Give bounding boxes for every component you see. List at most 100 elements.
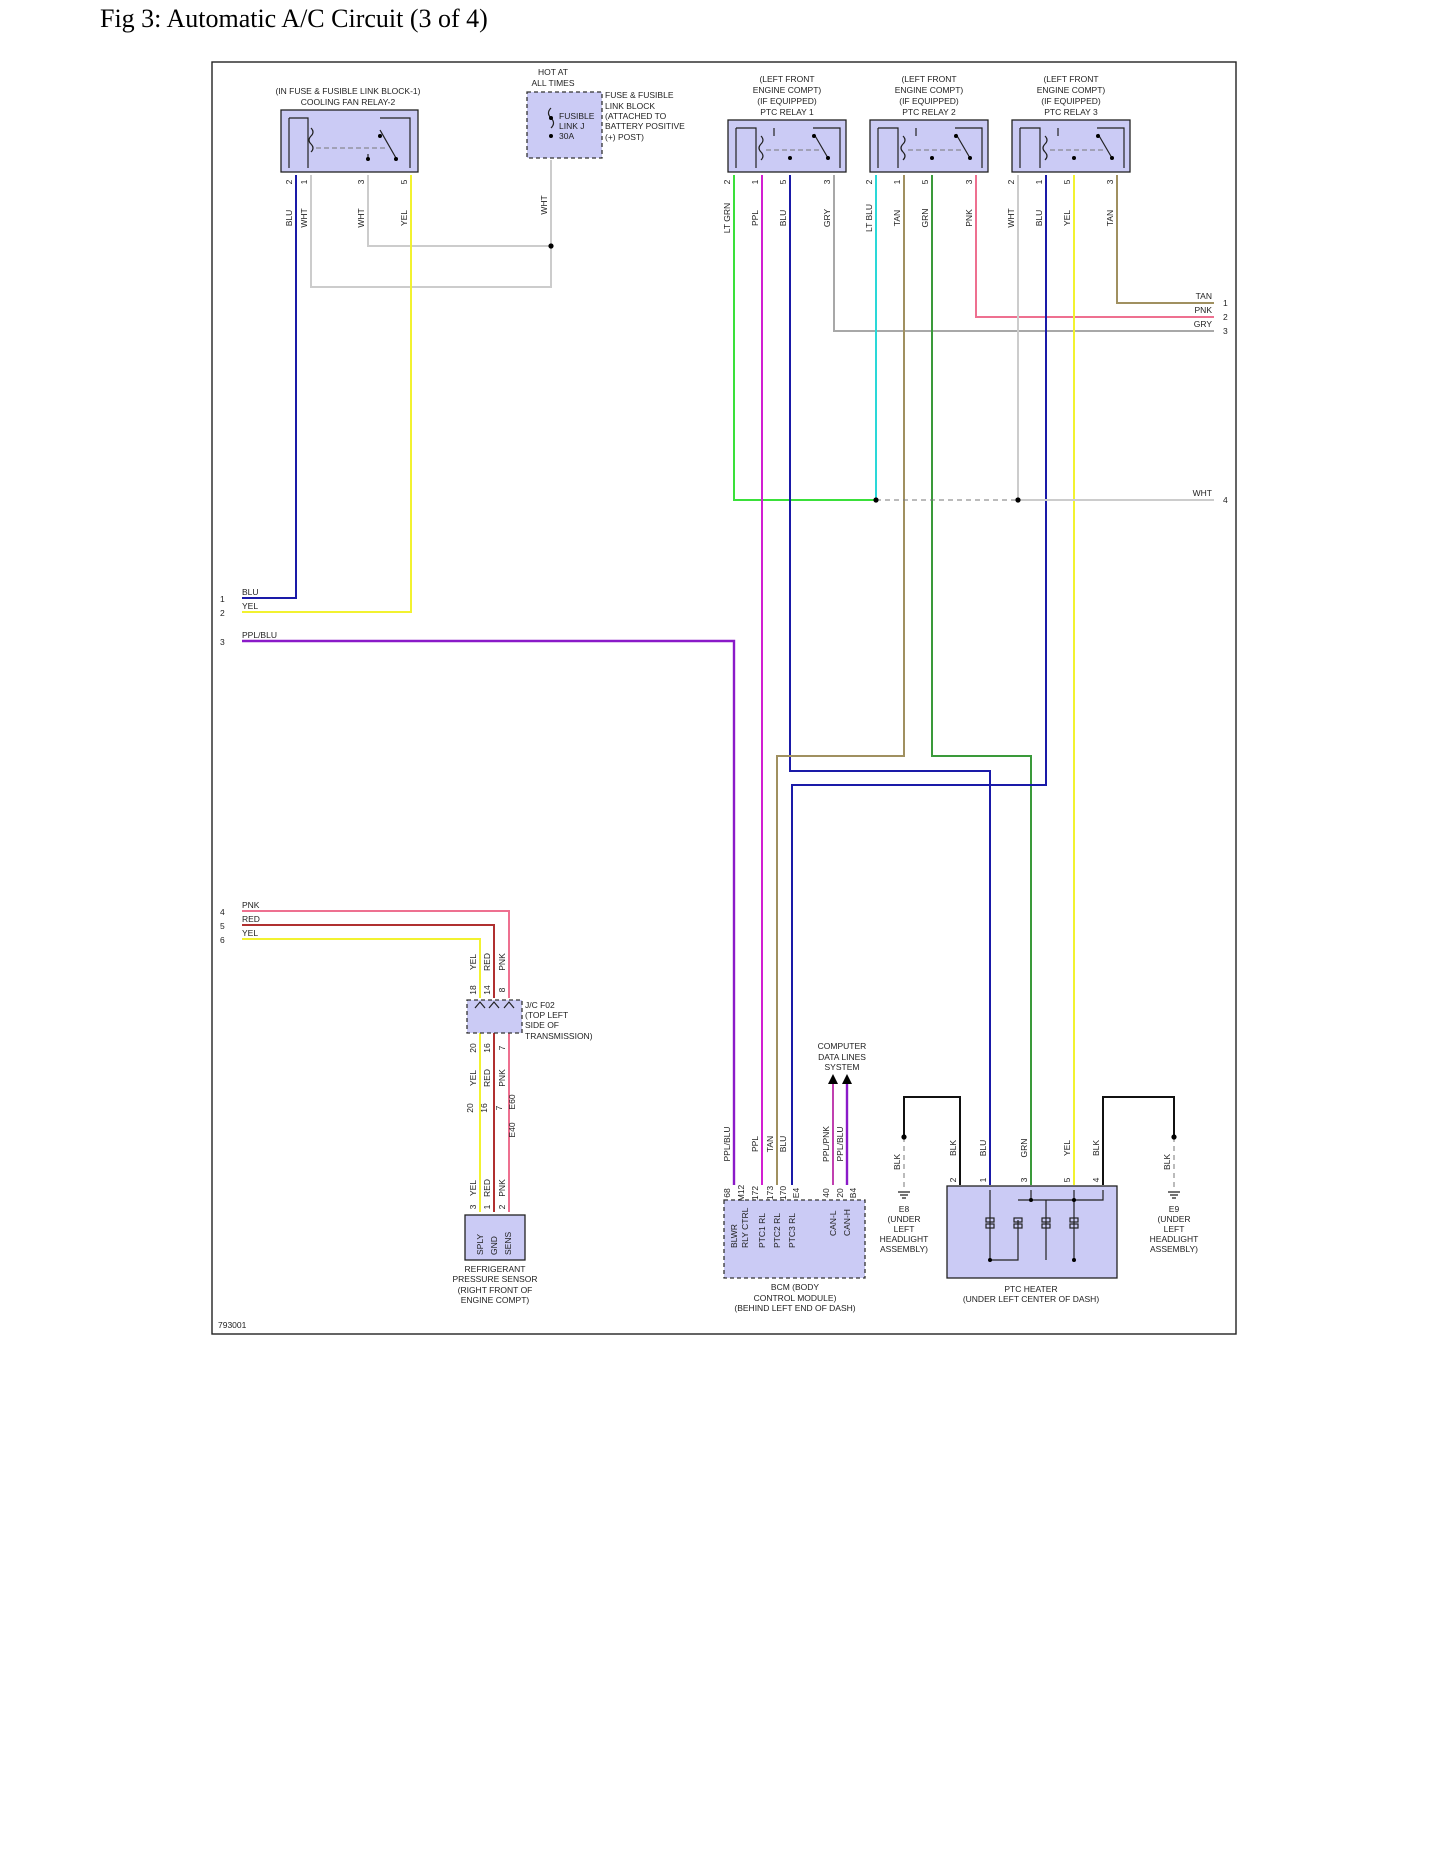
- right-connectors: TAN 1 PNK 2 GRY 3 WHT 4: [1193, 291, 1228, 505]
- bcm-pin-number: 20: [835, 1188, 845, 1198]
- ptc-relay-2-label-1: (LEFT FRONT: [901, 74, 956, 84]
- jc-label-4: TRANSMISSION): [525, 1031, 593, 1041]
- cfr-pin-number: 2: [284, 179, 294, 184]
- fuse-wire-color-label: WHT: [539, 195, 549, 214]
- sensor-wire-color-label: YEL: [468, 1180, 478, 1196]
- r3-pin-number: 3: [1105, 179, 1115, 184]
- jc-bottom-pin-number: 7: [497, 1045, 507, 1050]
- heater-pin-number: 1: [978, 1177, 988, 1182]
- jc-top-pin-number: 18: [468, 985, 478, 995]
- right-conn-color-3: GRY: [1194, 319, 1213, 329]
- cfr-wire-color-label: WHT: [299, 208, 309, 227]
- left-conn-color-6: YEL: [242, 928, 258, 938]
- bcm-label-3: (BEHIND LEFT END OF DASH): [734, 1303, 855, 1313]
- bcm-wire-color-label: TAN: [765, 1136, 775, 1152]
- bcm-label-2: CONTROL MODULE): [754, 1293, 837, 1303]
- r3-pin-number: 1: [1034, 179, 1044, 184]
- wire-cfr-wht-3: [367, 175, 551, 247]
- heater-pin-number: 3: [1019, 1177, 1029, 1182]
- fuse-block-label-3: (ATTACHED TO: [605, 111, 667, 121]
- r1-pin-number: 5: [778, 179, 788, 184]
- ptc-relay-2-label-3: (IF EQUIPPED): [899, 96, 959, 106]
- wire-r3-tan: [1116, 175, 1214, 304]
- sensor-label-1: REFRIGERANT: [465, 1264, 526, 1274]
- fusible-link-label-2: LINK J: [559, 121, 585, 131]
- heater-wire-color-label: YEL: [1062, 1140, 1072, 1156]
- diagram-frame: [211, 61, 1237, 1335]
- ground-e8: E8 (UNDER LEFT HEADLIGHT ASSEMBLY): [880, 1191, 929, 1254]
- left-conn-color-4: PNK: [242, 900, 260, 910]
- heater-wire-color-label: GRN: [1019, 1139, 1029, 1158]
- e9-label-4: HEADLIGHT: [1150, 1234, 1199, 1244]
- bcm-wire-color-label: PPL: [750, 1136, 760, 1152]
- bcm-pin-number: B4: [848, 1188, 858, 1199]
- ptc-relay-1: (LEFT FRONT ENGINE COMPT) (IF EQUIPPED) …: [727, 74, 847, 173]
- cfr-label-1: (IN FUSE & FUSIBLE LINK BLOCK-1): [275, 86, 420, 96]
- e8-label-2: (UNDER: [887, 1214, 920, 1224]
- sensor-pin-number: 2: [497, 1204, 507, 1209]
- computer-label-2: DATA LINES: [818, 1052, 866, 1062]
- cfr-wire-color-label: BLU: [284, 210, 294, 227]
- e8-label-3: LEFT: [894, 1224, 915, 1234]
- cooling-fan-relay: (IN FUSE & FUSIBLE LINK BLOCK-1) COOLING…: [275, 86, 421, 173]
- wire-r1-ltgrn: [733, 175, 876, 501]
- cfr-wire-color-label: WHT: [356, 208, 366, 227]
- connector-e60-label: E60: [507, 1094, 517, 1109]
- heater-wire-color-label: BLU: [978, 1140, 988, 1157]
- right-conn-color-2: PNK: [1195, 305, 1213, 315]
- wire-pplblu-left: [242, 639, 736, 1185]
- wire-cfr-yel: [242, 175, 412, 613]
- r2-wire-color-label: TAN: [892, 210, 902, 226]
- sensor-label-4: ENGINE COMPT): [461, 1295, 530, 1305]
- ptc-relay-2: (LEFT FRONT ENGINE COMPT) (IF EQUIPPED) …: [869, 74, 989, 173]
- bcm-pin-number: 68: [722, 1188, 732, 1198]
- r1-pin-number: 2: [722, 179, 732, 184]
- bcm-pin-number: M12: [736, 1184, 746, 1201]
- bcm-term-rly-ctrl: RLY CTRL: [740, 1207, 750, 1248]
- bcm-pin-number: 173: [765, 1186, 775, 1200]
- sensor-pin-number: 1: [482, 1204, 492, 1209]
- fusible-link: FUSIBLE LINK J 30A HOT AT ALL TIMES FUSE…: [526, 67, 685, 159]
- wire-cfr-wht-1: [310, 160, 552, 288]
- splice-dot: [873, 497, 879, 503]
- ptc-relay-3-label-1: (LEFT FRONT: [1043, 74, 1098, 84]
- left-conn-color-2: YEL: [242, 601, 258, 611]
- wire-blk-e9: [1102, 1096, 1175, 1185]
- r2-pin-number: 3: [964, 179, 974, 184]
- hot-label-2: ALL TIMES: [532, 78, 575, 88]
- ptc-relay-1-label-2: ENGINE COMPT): [753, 85, 822, 95]
- e8-label-4: HEADLIGHT: [880, 1234, 929, 1244]
- ptc-relay-1-label-1: (LEFT FRONT: [759, 74, 814, 84]
- jc-label-2: (TOP LEFT: [525, 1010, 568, 1020]
- computer-label-1: COMPUTER: [818, 1041, 867, 1051]
- cfr-pin-number: 5: [399, 179, 409, 184]
- r3-wire-color-label: YEL: [1062, 210, 1072, 226]
- e9-label-3: LEFT: [1164, 1224, 1185, 1234]
- r3-wire-color-label: BLU: [1034, 210, 1044, 227]
- jc-top-wire-color-label: YEL: [468, 954, 478, 970]
- left-conn-num-1: 1: [220, 594, 225, 604]
- bcm-wire-color-label: PPL/BLU: [835, 1127, 845, 1162]
- right-conn-num-1: 1: [1223, 298, 1228, 308]
- ptc-relay-2-label-4: PTC RELAY 2: [902, 107, 956, 117]
- computer-data-lines: COMPUTER DATA LINES SYSTEM: [818, 1041, 867, 1084]
- jc-pin-number: 16: [479, 1103, 489, 1113]
- ptc-relay-1-label-4: PTC RELAY 1: [760, 107, 814, 117]
- jc-bottom-pin-number: 20: [468, 1043, 478, 1053]
- sensor-pin-number: 3: [468, 1204, 478, 1209]
- heater-label-2: (UNDER LEFT CENTER OF DASH): [963, 1294, 1099, 1304]
- e8-wire-color-label: BLK: [892, 1154, 902, 1170]
- wire-r2-tan: [776, 175, 905, 1185]
- left-conn-num-4: 4: [220, 907, 225, 917]
- jc-bottom-pin-number: 16: [482, 1043, 492, 1053]
- sensor-wire-color-label: PNK: [497, 1179, 507, 1197]
- splice-dot: [901, 1134, 907, 1140]
- diagram-id: 793001: [218, 1320, 247, 1330]
- ptc-relay-3-label-4: PTC RELAY 3: [1044, 107, 1098, 117]
- bcm-label-1: BCM (BODY: [771, 1282, 820, 1292]
- sensor-term-sens: SENS: [503, 1232, 513, 1255]
- left-conn-num-3: 3: [220, 637, 225, 647]
- sensor-term-sply: SPLY: [475, 1234, 485, 1255]
- left-connectors: 1 BLU 2 YEL 3 PPL/BLU 4 PNK 5 RED 6 YEL: [220, 587, 277, 945]
- bcm-term-ptc1: PTC1 RL: [757, 1213, 767, 1248]
